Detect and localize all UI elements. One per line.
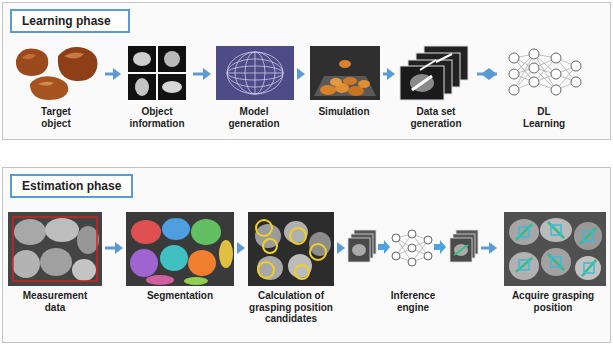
step-box: Acquire grasping position [498, 208, 608, 316]
phase-panel: Learning phaseTarget object Object inform… [2, 2, 611, 140]
phase-header: Estimation phase [10, 174, 133, 198]
object-views [128, 46, 186, 100]
step-label: Measurement data [18, 290, 92, 313]
arrow-line [488, 73, 497, 76]
dataset-stack [400, 46, 468, 100]
step-label: Acquire grasping position [501, 290, 605, 313]
step-label: Object information [126, 106, 188, 129]
neural-network [509, 49, 581, 95]
step-label: Calculation of grasping position candida… [246, 290, 336, 325]
step-label: Data set generation [405, 106, 467, 129]
flow-arrow [193, 68, 211, 80]
flow-arrow [383, 68, 395, 80]
step-label: Model generation [223, 106, 285, 129]
step-box: Segmentation [124, 208, 236, 305]
step-label: DL Learning [517, 106, 571, 129]
arrow-head [237, 242, 245, 254]
candidate-image [248, 212, 334, 286]
step-box: Measurement data [6, 208, 104, 316]
arrow-line [481, 247, 490, 250]
step-box: Object information [122, 44, 192, 132]
step-box: Model generation [212, 44, 296, 132]
arrow-head [481, 68, 489, 80]
rock-photo [16, 47, 98, 100]
step-label: Target object [31, 106, 81, 129]
phase-header: Learning phase [10, 9, 130, 33]
mesh-model [216, 46, 294, 100]
flow-arrow [481, 68, 497, 80]
result-image [504, 212, 606, 286]
arrow-head [337, 242, 345, 254]
inference-illustration [348, 230, 478, 266]
panel-ground [2, 167, 611, 343]
step-box: Calculation of grasping position candida… [246, 208, 336, 328]
arrow-head [113, 68, 121, 80]
arrow-head [203, 68, 211, 80]
phase-panel: Estimation phaseMeasurement data Segmenta… [2, 167, 611, 343]
step-label: Inference engine [381, 290, 445, 313]
arrow-head [489, 68, 497, 80]
panel-ground [2, 2, 611, 140]
arrow-head [115, 242, 123, 254]
arrow-head [297, 68, 305, 80]
arrow-line [193, 73, 204, 76]
flow-arrow [105, 242, 123, 254]
flow-arrow [477, 68, 497, 80]
flow-arrow [105, 68, 121, 80]
step-box: Target object [8, 44, 104, 132]
arrow-head [387, 68, 395, 80]
simulation-scene [310, 46, 380, 100]
step-box: DL Learning [498, 44, 590, 132]
depth-image [8, 212, 102, 286]
flow-arrow [297, 68, 305, 80]
segmented-image [126, 212, 234, 286]
arrow-line [105, 247, 116, 250]
arrow-head [489, 242, 497, 254]
flow-arrow [337, 242, 345, 254]
flow-arrow [237, 242, 245, 254]
step-box: Inference engine [346, 208, 480, 316]
step-box: Simulation [306, 44, 382, 121]
arrow-line [105, 73, 114, 76]
step-box: Data set generation [396, 44, 476, 132]
flow-arrow [481, 242, 497, 254]
step-label: Simulation [309, 106, 379, 118]
step-label: Segmentation [130, 290, 230, 302]
